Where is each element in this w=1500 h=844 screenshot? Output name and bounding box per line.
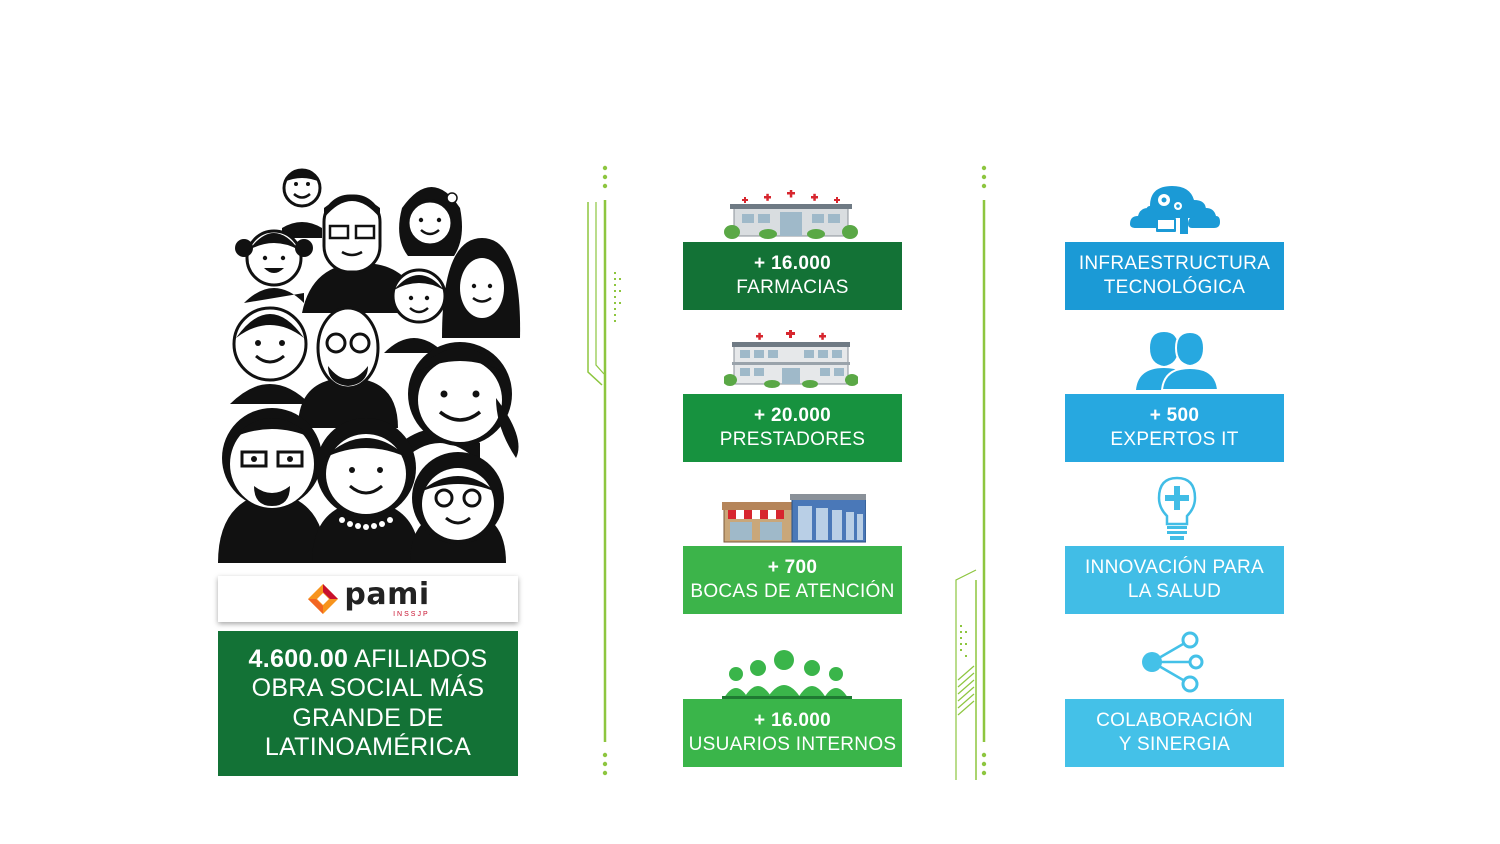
providers-label: PRESTADORES (719, 429, 866, 450)
person-curly-hair (399, 187, 462, 256)
collaboration-line2: Y SINERGIA (1118, 734, 1231, 755)
person-long-hair-woman (442, 238, 521, 338)
pharmacies-label: FARMACIAS (736, 277, 849, 298)
users-icon (1136, 330, 1220, 390)
share-network-icon (1142, 631, 1204, 693)
person-pigtails-woman (235, 229, 313, 303)
circuit-divider-right (955, 165, 987, 780)
tech-infrastructure-box: INFRAESTRUCTURA TECNOLÓGICA (1065, 242, 1284, 310)
logo-subtitle: INSSJP (393, 611, 430, 618)
providers-box: + 20.000 PRESTADORES (683, 394, 902, 462)
it-experts-box: + 500 EXPERTOS IT (1065, 394, 1284, 462)
affiliates-line2: OBRA SOCIAL MÁS (251, 674, 485, 702)
internal-users-box: + 16.000 USUARIOS INTERNOS (683, 699, 902, 767)
tech-infrastructure-line2: TECNOLÓGICA (1103, 277, 1246, 298)
staff-group-icon (722, 650, 852, 700)
hospital-building-icon (724, 330, 858, 388)
it-experts-number: + 500 (1149, 405, 1200, 426)
pharmacies-number: + 16.000 (754, 253, 831, 274)
affiliates-line4: LATINOAMÉRICA (264, 733, 472, 761)
it-experts-label: EXPERTOS IT (1110, 429, 1239, 450)
pami-logo: pami INSSJP (306, 580, 429, 618)
person-necklace-woman (312, 418, 420, 563)
pharmacies-box: + 16.000 FARMACIAS (683, 242, 902, 310)
affiliates-label: AFILIADOS (348, 644, 488, 673)
people-crowd-illustration (218, 168, 521, 563)
tech-infrastructure-line1: INFRAESTRUCTURA (1078, 253, 1271, 274)
health-innovation-box: INNOVACIÓN PARA LA SALUD (1065, 546, 1284, 614)
lightbulb-cross-icon (1157, 476, 1197, 540)
person-glasses-woman-bottom (410, 452, 506, 563)
collaboration-box: COLABORACIÓN Y SINERGIA (1065, 699, 1284, 767)
logo-word: pami (344, 577, 430, 612)
health-innovation-line1: INNOVACIÓN PARA (1084, 557, 1265, 578)
pharmacy-building-icon (724, 190, 858, 239)
affiliates-number: 4.600.00 (248, 644, 349, 673)
circuit-divider-left (587, 165, 621, 776)
person-man-left (230, 306, 310, 404)
providers-number: + 20.000 (754, 405, 831, 426)
cloud-network-icon (1130, 186, 1220, 234)
internal-users-label: USUARIOS INTERNOS (688, 734, 897, 755)
affiliates-stat-box: 4.600.00 AFILIADOS OBRA SOCIAL MÁS GRAND… (218, 631, 518, 776)
person-bald-glasses-man (298, 306, 398, 428)
service-points-label: BOCAS DE ATENCIÓN (690, 581, 895, 602)
person-glasses-beard-man (218, 408, 326, 563)
storefront-icon (722, 494, 866, 543)
pami-diamond-icon (308, 584, 339, 614)
internal-users-number: + 16.000 (754, 710, 831, 731)
health-innovation-line2: LA SALUD (1127, 581, 1222, 602)
person-boy-center (384, 268, 447, 353)
person-smiling-woman-right (400, 342, 519, 463)
affiliates-stat-text: 4.600.00 AFILIADOS OBRA SOCIAL MÁS GRAND… (249, 645, 488, 763)
service-points-number: + 700 (767, 557, 818, 578)
service-points-box: + 700 BOCAS DE ATENCIÓN (683, 546, 902, 614)
pami-logo-card: pami INSSJP (218, 576, 518, 622)
affiliates-line3: GRANDE DE (292, 703, 444, 732)
collaboration-line1: COLABORACIÓN (1096, 710, 1253, 731)
person-top-left (282, 168, 322, 238)
